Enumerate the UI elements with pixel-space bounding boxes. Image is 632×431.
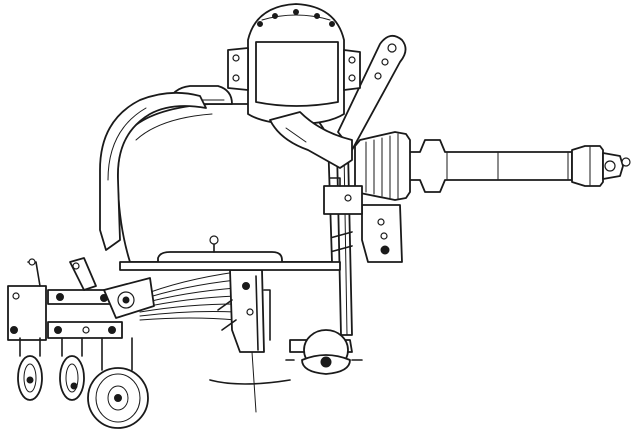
- bracket-hole-icon: [377, 218, 385, 226]
- pto-yoke-pin-icon: [604, 160, 616, 172]
- bracket-hole-icon: [380, 232, 388, 240]
- arm-hole-icon: [381, 58, 389, 66]
- lift-arm: [337, 34, 407, 151]
- metering-fingers: [139, 271, 237, 321]
- arm-hole-icon: [374, 72, 382, 80]
- opener-assembly: [209, 269, 291, 413]
- front-bracket: [7, 258, 47, 341]
- pto-bellows-guard: [354, 131, 411, 201]
- housing-bolt-icon: [329, 21, 335, 27]
- press-wheel-large: [87, 337, 149, 429]
- depth-wheel-small-a: [17, 337, 43, 401]
- upright-stand-left: [69, 257, 97, 291]
- air-duct: [269, 111, 353, 169]
- housing-bolt-icon: [314, 13, 320, 19]
- linkage-hub: [103, 277, 155, 319]
- pto-yoke-pin-icon: [621, 157, 631, 167]
- blower-housing: [227, 3, 361, 125]
- rear-mount-block: [323, 177, 363, 215]
- depth-wheel-small-b: [59, 337, 85, 401]
- side-bracket-plate: [361, 204, 403, 263]
- bracket-bolt-icon: [380, 245, 390, 255]
- housing-bolt-icon: [257, 21, 263, 27]
- rear-frame-bar: [119, 261, 341, 271]
- housing-bolt-icon: [293, 9, 299, 15]
- arm-pivot-icon: [387, 43, 397, 53]
- seed-delivery-tube: [99, 91, 207, 251]
- gauge-wheel: [285, 329, 363, 375]
- housing-bolt-icon: [272, 13, 278, 19]
- pto-driveshaft: [403, 139, 631, 193]
